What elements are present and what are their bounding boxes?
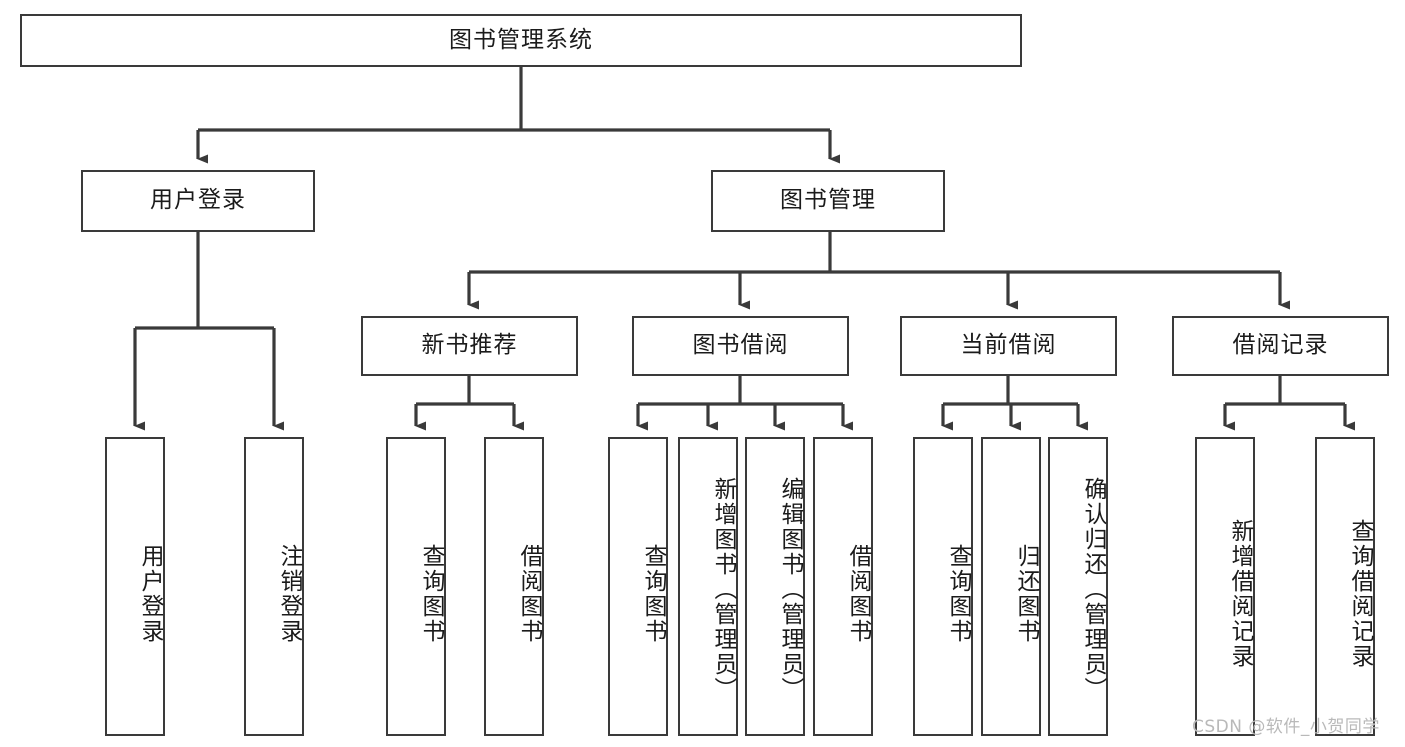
node-leaf-borrow-book-1[interactable]: 借阅图书 bbox=[484, 437, 544, 736]
node-leaf-query-book-3[interactable]: 查询图书 bbox=[913, 437, 973, 736]
node-leaf-logout[interactable]: 注销登录 bbox=[244, 437, 304, 736]
node-root[interactable]: 图书管理系统 bbox=[20, 14, 1022, 67]
node-leaf-return-book[interactable]: 归还图书 bbox=[981, 437, 1041, 736]
node-leaf-query-record[interactable]: 查询借阅记录 bbox=[1315, 437, 1375, 736]
node-leaf-query-book-2[interactable]: 查询图书 bbox=[608, 437, 668, 736]
node-leaf-query-book-1[interactable]: 查询图书 bbox=[386, 437, 446, 736]
node-leaf-edit-book[interactable]: 编辑图书（管理员） bbox=[745, 437, 805, 736]
node-new-book-rec[interactable]: 新书推荐 bbox=[361, 316, 578, 376]
node-leaf-borrow-book-2[interactable]: 借阅图书 bbox=[813, 437, 873, 736]
node-current-borrow[interactable]: 当前借阅 bbox=[900, 316, 1117, 376]
node-leaf-add-book[interactable]: 新增图书（管理员） bbox=[678, 437, 738, 736]
node-leaf-add-record[interactable]: 新增借阅记录 bbox=[1195, 437, 1255, 736]
node-leaf-confirm-return[interactable]: 确认归还（管理员） bbox=[1048, 437, 1108, 736]
node-book-manage[interactable]: 图书管理 bbox=[711, 170, 945, 232]
node-book-borrow[interactable]: 图书借阅 bbox=[632, 316, 849, 376]
node-borrow-record[interactable]: 借阅记录 bbox=[1172, 316, 1389, 376]
node-user-login[interactable]: 用户登录 bbox=[81, 170, 315, 232]
node-leaf-user-login[interactable]: 用户登录 bbox=[105, 437, 165, 736]
watermark-csdn: CSDN @软件_小贺同学 bbox=[1192, 717, 1380, 737]
